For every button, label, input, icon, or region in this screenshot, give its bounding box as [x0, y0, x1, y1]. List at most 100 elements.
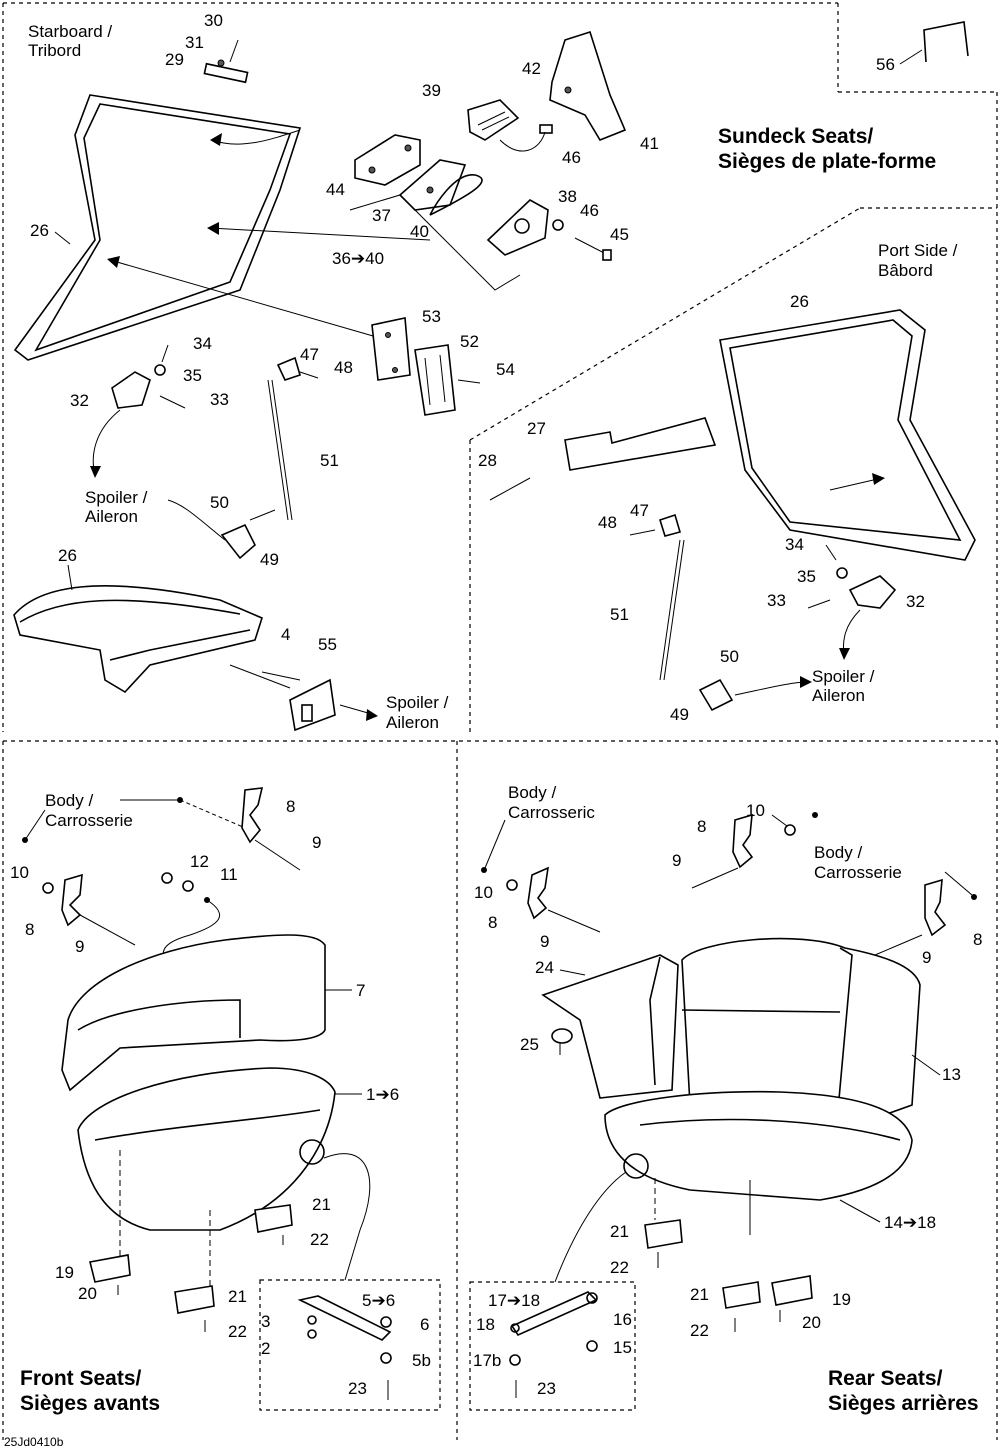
callout: 26 [58, 546, 77, 565]
section-title: Rear Seats/ [828, 1367, 943, 1390]
rear-armrest-24 [541, 954, 679, 1099]
plate-53 [371, 317, 411, 381]
callout: 54 [496, 360, 515, 379]
section-title: Sundeck Seats/ [718, 125, 873, 148]
callout: 45 [610, 225, 629, 244]
section-title: Sièges de plate-forme [718, 150, 936, 173]
callout: 29 [165, 50, 184, 69]
callout: 33 [210, 390, 229, 409]
bracket-49 [220, 523, 256, 560]
callout: 21 [690, 1285, 709, 1304]
plate-52 [414, 344, 456, 416]
callout: 22 [228, 1322, 247, 1341]
bolt-25 [551, 1028, 573, 1055]
callout: 34 [193, 334, 212, 353]
body-label: Body / [45, 791, 93, 810]
callout: 26 [790, 292, 809, 311]
latch-44 [354, 134, 421, 186]
spoiler-label: Aileron [812, 686, 865, 705]
bolt-45 [574, 237, 612, 261]
port-label: Port Side / [878, 241, 958, 260]
callout: 8 [697, 817, 706, 836]
callout: 22 [610, 1258, 629, 1277]
callout: 32 [70, 391, 89, 410]
clip-8 [241, 787, 264, 844]
callout: 36➔40 [332, 249, 384, 268]
washer-46 [552, 219, 564, 231]
callout: 20 [802, 1313, 821, 1332]
rear-backrest-13 [681, 937, 921, 1121]
callout: 2 [261, 1339, 270, 1358]
rod-51-port [659, 539, 685, 681]
callout: 17➔18 [488, 1291, 540, 1310]
bracket-29 [203, 39, 249, 84]
callout: 50 [720, 647, 739, 666]
callout: 16 [613, 1310, 632, 1329]
callout: 37 [372, 206, 391, 225]
callout: 22 [690, 1321, 709, 1340]
callout: 17b [473, 1351, 501, 1370]
clip-8-rear-left [527, 866, 550, 920]
latch-38 [486, 199, 549, 256]
callout: 10 [10, 863, 29, 882]
callout: 14➔18 [884, 1213, 936, 1232]
spring-40 [429, 174, 483, 216]
callout: 32 [906, 592, 925, 611]
callout: 46 [562, 148, 581, 167]
callout: 47 [300, 345, 319, 364]
callout: 50 [210, 493, 229, 512]
callout: 13 [942, 1065, 961, 1084]
block-21 [254, 1204, 293, 1233]
body-label: Carrosserie [45, 811, 133, 830]
spoiler-label: Aileron [386, 713, 439, 732]
callout: 15 [613, 1338, 632, 1357]
callout: 21 [610, 1222, 629, 1241]
callout: 40 [410, 222, 429, 241]
callout: 9 [75, 937, 84, 956]
callout: 55 [318, 635, 337, 654]
callout: 35 [797, 567, 816, 586]
starboard-seat-frame [13, 94, 302, 361]
callout: 44 [326, 180, 345, 199]
callout: 8 [286, 797, 295, 816]
front-base-plate [297, 1295, 392, 1400]
block-21b [174, 1285, 215, 1314]
callout: 47 [630, 501, 649, 520]
spoiler-label: Aileron [85, 507, 138, 526]
callout: 48 [334, 358, 353, 377]
callout: 22 [310, 1230, 329, 1249]
spoiler-label: Spoiler / [85, 488, 148, 507]
callout: 25 [520, 1035, 539, 1054]
callout: 5b [412, 1351, 431, 1370]
body-label: Carrosseric [508, 803, 595, 822]
callout: 42 [522, 59, 541, 78]
callout: 56 [876, 55, 895, 74]
bracket-55 [289, 678, 336, 732]
callout: 26 [30, 221, 49, 240]
callout: 39 [422, 81, 441, 100]
port-label: Bâbord [878, 261, 933, 280]
callout: 20 [78, 1284, 97, 1303]
port-seat-frame [719, 309, 976, 561]
block-21-rear-b [722, 1281, 761, 1309]
callout: 38 [558, 187, 577, 206]
body-label: Body / [814, 843, 862, 862]
plate-27 [564, 417, 717, 471]
callout: 21 [228, 1287, 247, 1306]
callout: 49 [670, 705, 689, 724]
figure-code: 25Jd0410b [4, 1435, 64, 1449]
section-title: Front Seats/ [20, 1367, 142, 1390]
bracket-47-port [659, 513, 681, 537]
clip-8-rear-mid [732, 813, 754, 869]
callout: 49 [260, 550, 279, 569]
callout: 9 [540, 932, 549, 951]
section-title: Sièges avants [20, 1392, 160, 1415]
handle-39 [467, 99, 520, 141]
bracket-49-port [698, 678, 734, 712]
callout: 7 [356, 981, 365, 1000]
spoiler-label: Spoiler / [386, 693, 449, 712]
callout: 5➔6 [362, 1291, 395, 1310]
pin-56 [923, 21, 969, 63]
